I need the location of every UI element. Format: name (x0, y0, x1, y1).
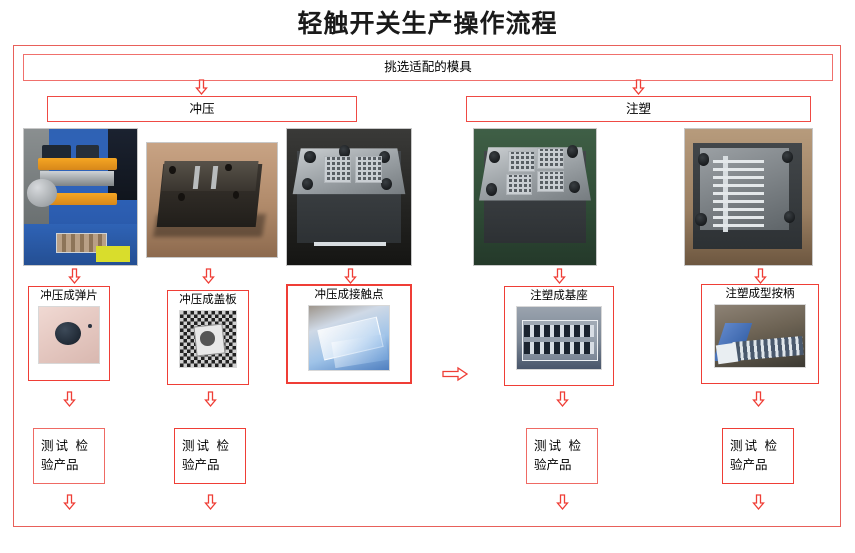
test-label-line1: 测试 检 (41, 438, 90, 453)
test-node-2[interactable]: 测试 检 验产品 (174, 428, 246, 484)
product-label: 注塑成基座 (530, 290, 588, 302)
arrow-down-icon (344, 268, 357, 284)
arrow-down-icon (752, 494, 765, 510)
arrow-down-icon (553, 268, 566, 284)
arrow-down-icon (556, 391, 569, 407)
test-label-line2: 验产品 (41, 458, 79, 472)
flow-node-stamping[interactable]: 冲压 (47, 96, 357, 122)
arrow-down-icon (63, 391, 76, 407)
product-label: 冲压成接触点 (314, 289, 384, 301)
test-label-line1: 测试 检 (182, 438, 231, 453)
test-node-4[interactable]: 测试 检 验产品 (722, 428, 794, 484)
arrow-down-icon (63, 494, 76, 510)
injection-base-mold-photo (473, 128, 597, 266)
stamped-contact-point-thumbnail (308, 305, 390, 372)
product-node-stamped-cover-plate[interactable]: 冲压成盖板 (167, 290, 249, 385)
flow-node-label: 注塑 (625, 101, 651, 116)
test-label-line1: 测试 检 (534, 438, 583, 453)
product-node-stamped-dome[interactable]: 冲压成弹片 (28, 286, 110, 381)
arrow-down-icon (632, 79, 645, 95)
flow-node-injection-molding[interactable]: 注塑 (466, 96, 811, 122)
product-node-molded-handle[interactable]: 注塑成型按柄 (701, 284, 819, 384)
product-node-stamped-contact-point[interactable]: 冲压成接触点 (286, 284, 412, 384)
stamping-die-photo (146, 142, 278, 258)
stamped-cover-plate-thumbnail (179, 310, 237, 369)
injection-handle-mold-photo (684, 128, 813, 266)
product-label: 冲压成弹片 (40, 290, 98, 302)
stamped-dome-thumbnail (38, 306, 100, 365)
arrow-down-icon (204, 494, 217, 510)
product-node-molded-base[interactable]: 注塑成基座 (504, 286, 614, 386)
arrow-down-icon (752, 391, 765, 407)
arrow-down-icon (202, 268, 215, 284)
stamping-press-photo (23, 128, 138, 266)
flow-node-label: 挑选适配的模具 (384, 60, 472, 74)
arrow-down-icon (68, 268, 81, 284)
page-title: 轻触开关生产操作流程 (297, 9, 558, 38)
flow-node-label: 冲压 (189, 101, 215, 116)
arrow-down-icon (204, 391, 217, 407)
flow-node-select-matching-mold[interactable]: 挑选适配的模具 (23, 54, 833, 81)
product-label: 注塑成型按柄 (725, 288, 795, 300)
arrow-down-icon (754, 268, 767, 284)
arrow-right-icon (442, 366, 468, 382)
test-label-line1: 测试 检 (730, 438, 779, 453)
test-label-line2: 验产品 (182, 458, 220, 472)
product-label: 冲压成盖板 (179, 294, 237, 306)
test-node-3[interactable]: 测试 检 验产品 (526, 428, 598, 484)
molded-base-thumbnail (516, 306, 602, 371)
test-label-line2: 验产品 (730, 458, 768, 472)
flowchart-frame: 挑选适配的模具 冲压 注塑 (13, 45, 841, 527)
test-label-line2: 验产品 (534, 458, 572, 472)
molded-handle-thumbnail (714, 304, 806, 369)
arrow-down-icon (556, 494, 569, 510)
arrow-down-icon (195, 79, 208, 95)
test-node-1[interactable]: 测试 检 验产品 (33, 428, 105, 484)
contact-point-mold-photo (286, 128, 412, 266)
